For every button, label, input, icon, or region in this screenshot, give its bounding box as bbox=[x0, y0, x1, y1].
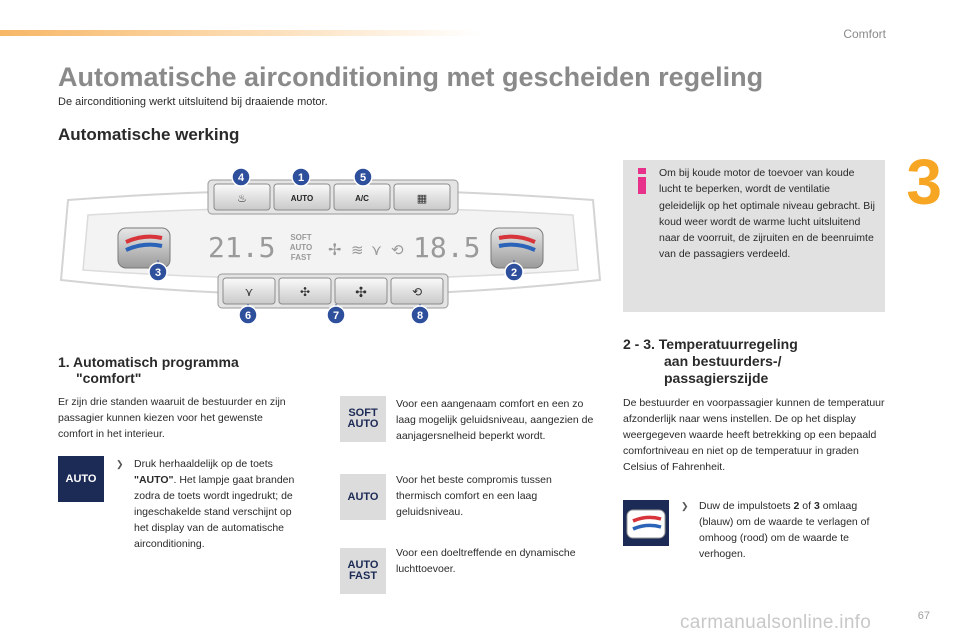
section-heading: Automatische werking bbox=[58, 125, 240, 144]
page-number: 67 bbox=[917, 610, 930, 622]
page-subtitle: De airconditioning werkt uitsluitend bij… bbox=[58, 96, 328, 108]
button-recirc-btn bbox=[390, 277, 444, 305]
svg-text:4: 4 bbox=[238, 172, 245, 184]
auto-mode-text: Voor het beste compromis tussen thermisc… bbox=[396, 474, 552, 518]
button-fan-up-btn bbox=[334, 277, 388, 305]
defrost-rear-icon: ♨ bbox=[237, 192, 247, 205]
button-ac-label: A/C bbox=[355, 194, 369, 203]
watermark: carmanualsonline.info bbox=[680, 612, 872, 633]
button-fan-down-btn bbox=[278, 277, 332, 305]
defrost-front-icon: ▦ bbox=[417, 192, 427, 205]
temperature-text: De bestuurder en voorpassagier kunnen de… bbox=[623, 397, 885, 473]
display-mode-soft: SOFT bbox=[290, 233, 311, 242]
auto-intro-text: Er zijn drie standen waaruit de bestuurd… bbox=[58, 396, 286, 440]
info-text: Om bij koude motor de toevoer van koude … bbox=[659, 167, 875, 261]
display-mode-fast: FAST bbox=[291, 253, 312, 262]
svg-text:6: 6 bbox=[245, 310, 251, 322]
button-airflow-btn bbox=[222, 277, 276, 305]
callout-8: 8 bbox=[410, 305, 430, 325]
header-accent-bar bbox=[0, 30, 480, 36]
auto-instruction-text: Druk herhaaldelijk op de toets "AUTO". H… bbox=[134, 458, 295, 550]
soft-auto-text: Voor een aangenaam comfort en een zo laa… bbox=[396, 398, 594, 442]
callout-7: 7 bbox=[326, 305, 346, 325]
button-auto-label: AUTO bbox=[291, 194, 314, 203]
info-box: Om bij koude motor de toevoer van koude … bbox=[623, 160, 885, 312]
display-seat-icon: ⋎ bbox=[371, 241, 382, 259]
display-fan-icon: ✢ bbox=[328, 240, 341, 259]
callout-5: 5 bbox=[353, 167, 373, 187]
airflow-icon: ⋎ bbox=[245, 285, 254, 299]
page-title: Automatische airconditioning met geschei… bbox=[58, 62, 764, 92]
info-icon bbox=[635, 168, 649, 194]
auto-button-badge: AUTO bbox=[58, 456, 104, 502]
display-mode-auto: AUTO bbox=[290, 243, 313, 252]
auto-mode-badge: AUTO bbox=[340, 474, 386, 520]
display-recirc-icon: ⟲ bbox=[391, 241, 404, 259]
svg-text:2: 2 bbox=[511, 267, 517, 279]
callout-1: 1 bbox=[291, 167, 311, 187]
bullet-arrow-icon: ❯ bbox=[116, 459, 124, 469]
temperature-instruction-text: Duw de impulstoets 2 of 3 omlaag (blauw)… bbox=[699, 500, 870, 560]
bullet-arrow-icon: ❯ bbox=[681, 501, 689, 511]
callout-6: 6 bbox=[238, 305, 258, 325]
fan-small-icon: ✣ bbox=[300, 285, 310, 299]
callout-3: 3 bbox=[148, 262, 168, 282]
display-left-temp: 21.5 bbox=[208, 231, 275, 264]
svg-text:3: 3 bbox=[155, 267, 161, 279]
auto-program-heading: 1. Automatisch programma "comfort" bbox=[58, 354, 239, 386]
climate-control-panel: ♨ AUTO A/C ▦ 21.5 SOFT AUTO FAST ✢ ≋ ⋎ ⟲… bbox=[59, 167, 602, 325]
temperature-heading: 2 - 3. Temperatuurregeling aan bestuurde… bbox=[623, 336, 798, 386]
svg-text:7: 7 bbox=[333, 310, 339, 322]
display-airflow-icon: ≋ bbox=[351, 241, 364, 259]
button-defrost-front-btn bbox=[393, 183, 451, 211]
display-right-temp: 18.5 bbox=[413, 231, 480, 264]
svg-text:5: 5 bbox=[360, 172, 366, 184]
temperature-dial-icon bbox=[623, 500, 669, 546]
auto-fast-text: Voor een doeltreffende en dynamische luc… bbox=[396, 547, 576, 575]
callout-4: 4 bbox=[231, 167, 251, 187]
chapter-number: 3 bbox=[906, 146, 942, 218]
callout-2: 2 bbox=[504, 262, 524, 282]
recirc-icon: ⟲ bbox=[412, 285, 422, 299]
svg-text:8: 8 bbox=[417, 310, 423, 322]
svg-text:1: 1 bbox=[298, 172, 304, 184]
section-label: Comfort bbox=[843, 27, 886, 41]
fan-large-icon: ✣ bbox=[355, 285, 367, 301]
